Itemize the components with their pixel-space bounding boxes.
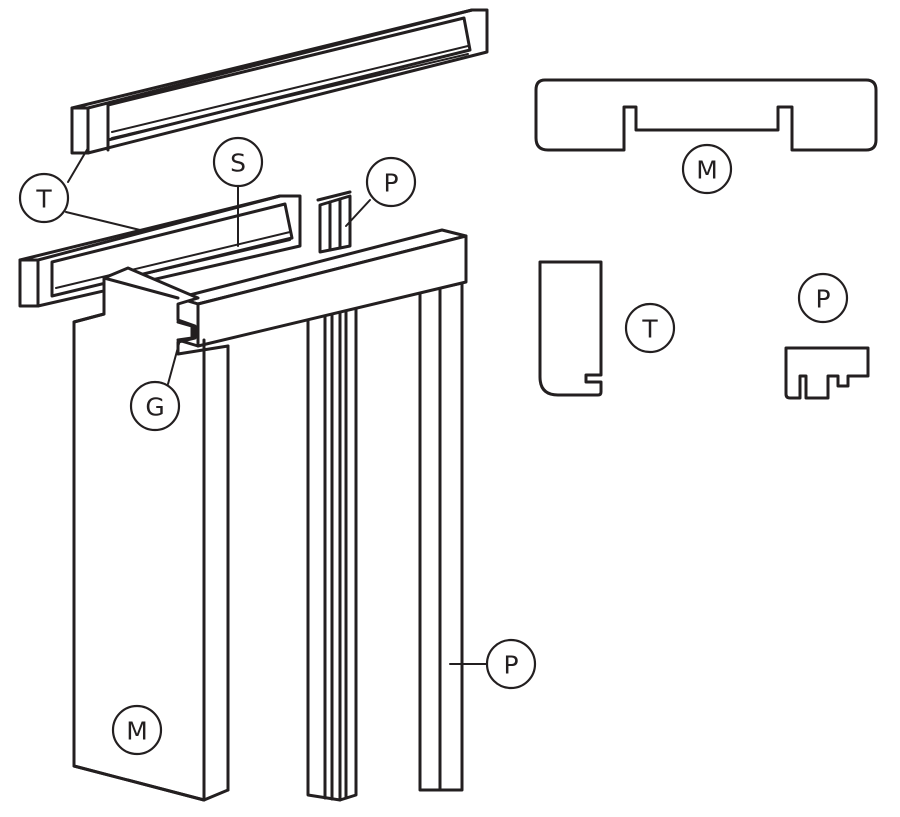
callout-m-front: M [111, 704, 163, 756]
callout-m-section: M [681, 143, 733, 195]
callout-label: P [383, 169, 398, 198]
callout-g: G [129, 380, 181, 432]
section-profile-m [534, 78, 878, 152]
upper-track-rail [70, 8, 489, 155]
callout-label: P [815, 285, 830, 314]
callout-label: S [230, 149, 246, 178]
callout-p-section: P [797, 272, 849, 324]
side-stiles [306, 276, 464, 802]
section-profile-p [784, 346, 870, 400]
lower-track-rail [18, 194, 302, 308]
callout-label: M [126, 717, 148, 746]
callout-label: T [35, 185, 52, 214]
leader-lines [65, 147, 488, 665]
callout-p-top: P [365, 156, 417, 208]
section-profile-t [538, 260, 603, 397]
callout-label: T [641, 315, 658, 344]
callout-label: G [145, 393, 164, 422]
callout-label: P [503, 651, 518, 680]
callout-label: M [696, 156, 718, 185]
molding-strips [316, 190, 352, 254]
callout-p-right: P [485, 638, 537, 690]
callout-t-top: T [18, 172, 70, 224]
callout-s: S [212, 136, 264, 188]
callout-t-section: T [624, 302, 676, 354]
